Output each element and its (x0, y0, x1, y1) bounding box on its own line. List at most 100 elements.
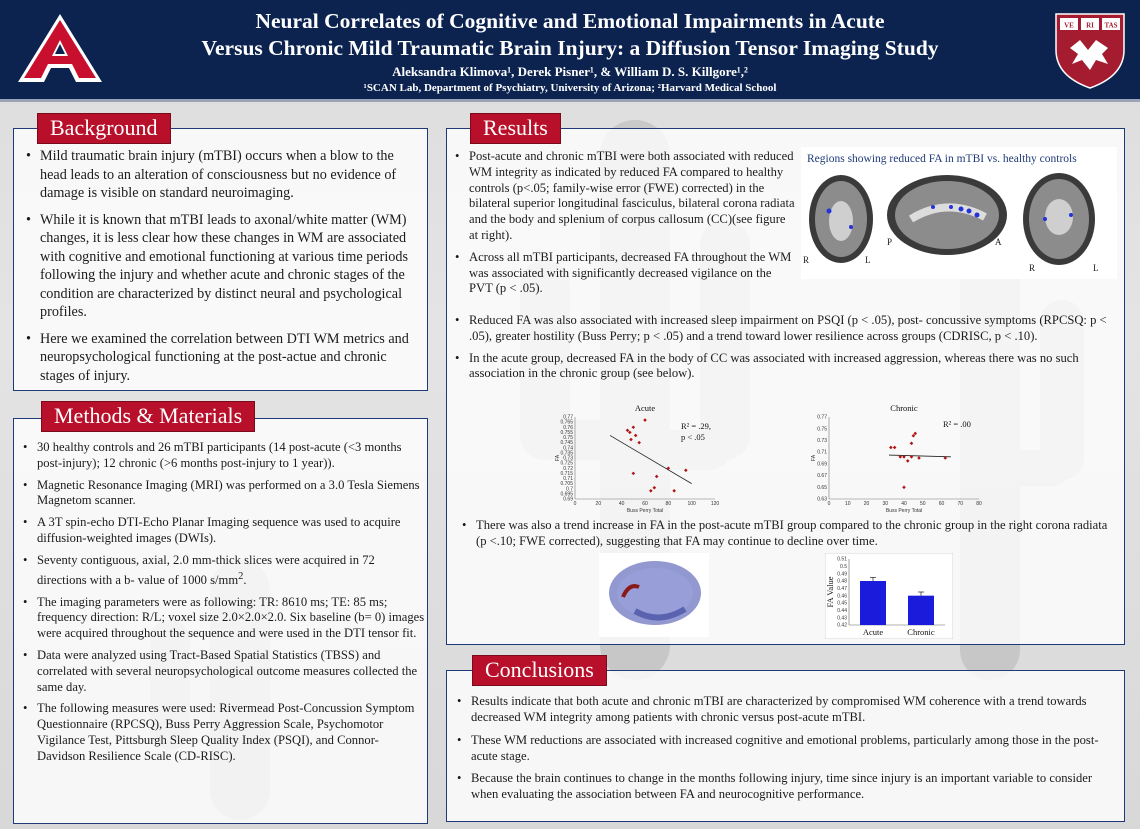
list-item: While it is known that mTBI leads to axo… (24, 211, 424, 322)
y-tick-label: 0.74 (563, 445, 573, 451)
brain-figure-caption: Regions showing reduced FA in mTBI vs. h… (807, 153, 1077, 165)
list-item: Data were analyzed using Tract-Based Spa… (21, 648, 425, 695)
y-tick-label: 0.42 (837, 623, 847, 629)
list-item: Post-acute and chronic mTBI were both as… (453, 149, 795, 244)
y-tick-label: 0.51 (837, 557, 847, 563)
y-tick-label: 0.745 (560, 440, 573, 446)
y-tick-label: 0.715 (560, 471, 573, 477)
data-point (631, 471, 636, 476)
y-tick-label: 0.72 (563, 466, 573, 472)
bar (860, 581, 886, 625)
svg-text:VE: VE (1064, 22, 1074, 30)
x-tick-label: 20 (864, 501, 870, 507)
conclusions-panel: Results indicate that both acute and chr… (446, 670, 1125, 822)
y-tick-label: 0.77 (563, 415, 573, 421)
data-point (905, 459, 910, 463)
trend-line (609, 435, 692, 484)
x-tick-label: 0 (574, 501, 577, 507)
category-label: Chronic (907, 627, 935, 637)
list-item: Here we examined the correlation between… (24, 330, 424, 386)
y-axis-label: FA (555, 454, 561, 461)
y-tick-label: 0.45 (837, 601, 847, 607)
y-tick-label: 0.73 (563, 456, 573, 462)
acute-scatter-plot: Acute0.690.6950.70.7050.710.7150.720.725… (555, 403, 720, 514)
list-item: Mild traumatic brain injury (mTBI) occur… (24, 147, 424, 203)
y-tick-label: 0.43 (837, 615, 847, 621)
y-tick-label: 0.77 (817, 415, 827, 421)
trend-line (888, 454, 951, 458)
sagittal-slice (887, 175, 1007, 255)
label-anterior: A (995, 237, 1002, 247)
chronic-scatter-plot: Chronic0.630.650.670.690.710.730.750.770… (811, 403, 982, 514)
x-tick-label: 70 (957, 501, 963, 507)
list-item: 30 healthy controls and 26 mTBI particip… (21, 440, 425, 472)
data-point (654, 474, 659, 479)
results-panel: Post-acute and chronic mTBI were both as… (446, 128, 1125, 645)
x-tick-label: 50 (920, 501, 926, 507)
poster-title: Neural Correlates of Cognitive and Emoti… (140, 8, 1000, 62)
title-line-2: Versus Chronic Mild Traumatic Brain Inju… (201, 36, 939, 60)
x-tick-label: 30 (882, 501, 888, 507)
methods-panel: 30 healthy controls and 26 mTBI particip… (13, 418, 428, 824)
y-tick-label: 0.71 (563, 476, 573, 482)
results-list-trend: There was also a trend increase in FA in… (460, 518, 1116, 556)
list-item: A 3T spin-echo DTI-Echo Planar Imaging s… (21, 515, 425, 547)
list-item: There was also a trend increase in FA in… (460, 518, 1116, 550)
scatter-title: Acute (635, 403, 656, 413)
data-point (902, 485, 906, 490)
data-point (917, 456, 921, 460)
background-panel: Mild traumatic brain injury (mTBI) occur… (13, 128, 428, 391)
y-tick-label: 0.755 (560, 430, 573, 436)
label-right-2: R (1029, 263, 1036, 273)
brain-fa-figure: Regions showing reduced FA in mTBI vs. h… (801, 147, 1117, 279)
x-tick-label: 60 (642, 501, 648, 507)
list-item: Across all mTBI participants, decreased … (453, 250, 795, 297)
label-right-1: R (803, 255, 810, 265)
y-tick-label: 0.5 (840, 564, 847, 570)
results-heading: Results (470, 113, 561, 144)
data-point (892, 445, 897, 450)
label-left-2: L (1093, 263, 1099, 273)
y-axis-label: FA (811, 454, 817, 461)
results-list-narrow: Post-acute and chronic mTBI were both as… (453, 149, 795, 303)
list-item: Magnetic Resonance Imaging (MRI) was per… (21, 478, 425, 510)
y-tick-label: 0.49 (837, 571, 847, 577)
category-label: Acute (863, 627, 884, 637)
author-list: Aleksandra Klimova¹, Derek Pisner¹, & Wi… (392, 64, 748, 79)
data-point (672, 489, 676, 493)
y-tick-label: 0.46 (837, 593, 847, 599)
list-item: These WM reductions are associated with … (455, 732, 1115, 765)
label-posterior: P (887, 237, 893, 247)
scatter-title: Chronic (890, 403, 918, 413)
conclusions-heading: Conclusions (472, 655, 607, 686)
y-tick-label: 0.48 (837, 579, 847, 585)
list-item: The imaging parameters were as following… (21, 595, 425, 642)
coronal-slice-right (1023, 173, 1095, 265)
data-point (909, 441, 914, 446)
data-point (643, 418, 647, 422)
fa-bar-chart: 0.420.430.440.450.460.470.480.490.50.51F… (825, 553, 953, 639)
p-value-label: p < .05 (681, 432, 705, 442)
data-point (628, 430, 632, 435)
conclusions-list: Results indicate that both acute and chr… (455, 693, 1115, 809)
methods-heading: Methods & Materials (41, 401, 256, 432)
poster-header: Neural Correlates of Cognitive and Emoti… (0, 0, 1140, 102)
x-tick-label: 60 (939, 501, 945, 507)
y-axis-label: FA Value (825, 576, 835, 607)
svg-text:TAS: TAS (1104, 22, 1117, 30)
data-point (652, 485, 657, 490)
data-point (633, 433, 638, 438)
x-tick-label: 20 (596, 501, 602, 507)
x-tick-label: 120 (711, 501, 720, 507)
list-item: Seventy contiguous, axial, 2.0 mm-thick … (21, 553, 425, 589)
data-point (684, 468, 688, 473)
label-left-1: L (865, 255, 871, 265)
list-item: Results indicate that both acute and chr… (455, 693, 1115, 726)
harvard-shield-logo: VE RI TAS (1055, 13, 1125, 89)
affiliations: ¹SCAN Lab, Department of Psychiatry, Uni… (363, 82, 777, 94)
list-item: In the acute group, decreased FA in the … (453, 351, 1117, 383)
svg-text:RI: RI (1086, 22, 1094, 30)
y-tick-label: 0.7 (566, 486, 573, 492)
y-tick-label: 0.67 (817, 473, 827, 479)
y-tick-label: 0.69 (563, 497, 573, 503)
